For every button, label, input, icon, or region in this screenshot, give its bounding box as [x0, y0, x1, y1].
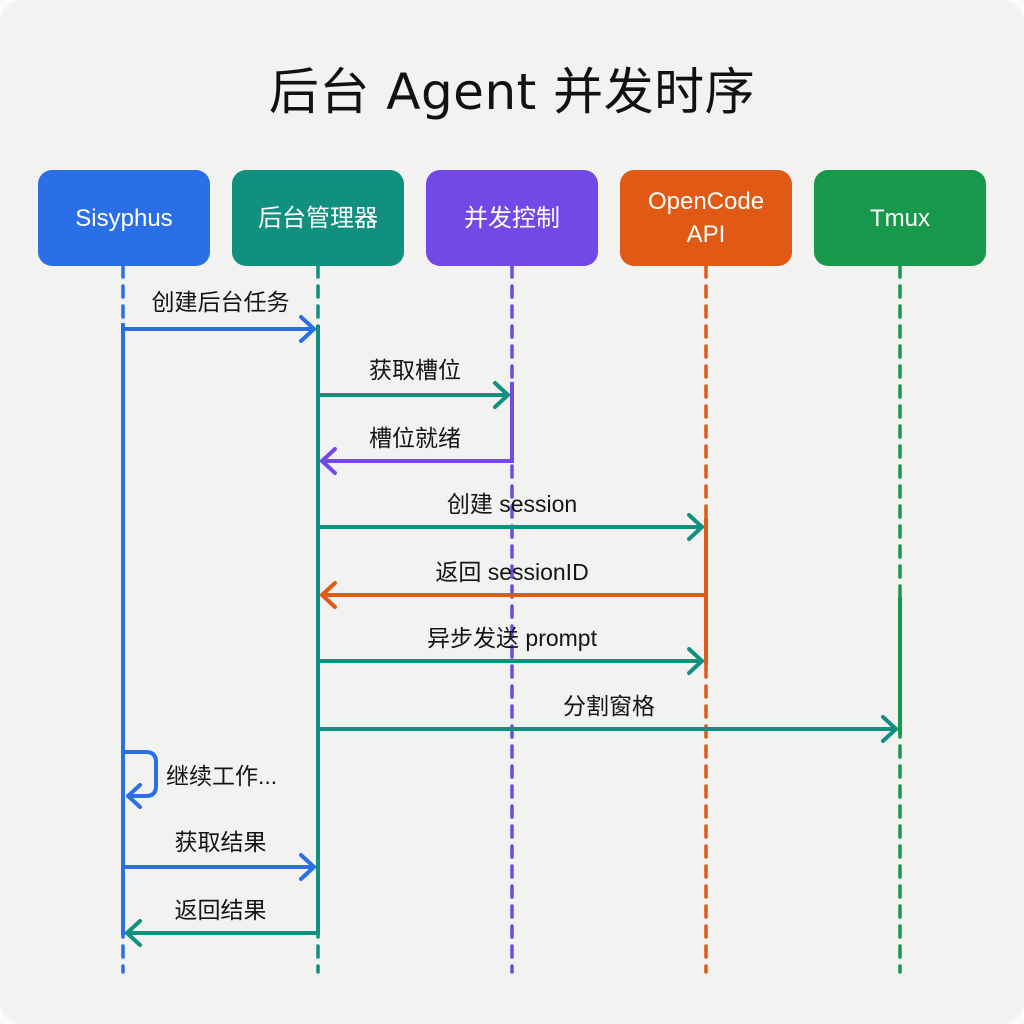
participant-sisyphus[interactable]: Sisyphus — [38, 170, 210, 266]
message-label: 返回结果 — [174, 897, 267, 923]
message-label: 获取结果 — [174, 829, 267, 855]
arrowhead — [320, 447, 337, 475]
participant-label: 并发控制 — [464, 204, 560, 232]
participant-background-manager[interactable]: 后台管理器 — [232, 170, 404, 266]
arrowhead — [299, 853, 316, 881]
self-message-arrow — [121, 750, 158, 798]
arrowhead — [125, 919, 142, 947]
arrowhead — [299, 315, 316, 343]
message-label: 分割窗格 — [563, 693, 655, 719]
arrowhead — [687, 513, 704, 541]
participant-label: OpenCode API — [647, 188, 765, 248]
message-label: 异步发送 prompt — [427, 625, 597, 651]
participant-label: 后台管理器 — [258, 204, 378, 232]
diagram-title: 后台 Agent 并发时序 — [268, 63, 756, 121]
participant-tmux[interactable]: Tmux — [814, 170, 986, 266]
participant-label: Tmux — [870, 204, 930, 232]
message-label: 返回 sessionID — [435, 559, 589, 585]
arrowhead — [881, 715, 898, 743]
message-label: 槽位就绪 — [369, 425, 461, 451]
arrowhead — [687, 647, 704, 675]
participant-label: Sisyphus — [75, 204, 173, 232]
arrowhead — [126, 783, 142, 809]
message-label: 获取槽位 — [369, 357, 461, 383]
message-label: 创建后台任务 — [151, 289, 290, 315]
participant-concurrency-control[interactable]: 并发控制 — [426, 170, 598, 266]
participant-opencode-api[interactable]: OpenCode API — [620, 170, 792, 266]
message-label: 创建 session — [446, 491, 578, 517]
arrowhead — [493, 381, 510, 409]
message-label: 继续工作... — [166, 763, 278, 789]
arrowhead — [320, 581, 337, 609]
